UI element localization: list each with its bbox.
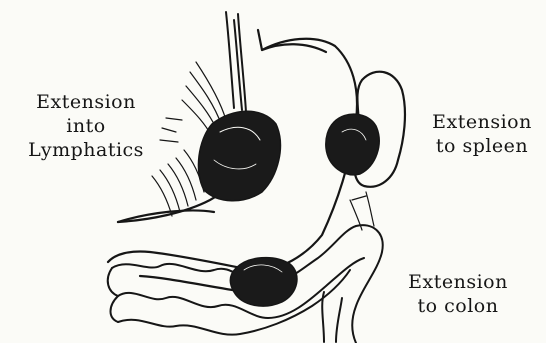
label-lymphatics-line-3: Lymphatics — [10, 138, 162, 162]
esophagus-drawing — [226, 12, 246, 112]
label-extension-into-lymphatics: Extension into Lymphatics — [10, 90, 162, 162]
label-spleen-line-2: to spleen — [418, 134, 546, 158]
label-lymphatics-line-2: into — [10, 114, 162, 138]
colon-tumor — [230, 258, 297, 306]
label-extension-to-colon: Extension to colon — [388, 270, 528, 318]
label-lymphatics-line-1: Extension — [10, 90, 162, 114]
lymphatic-tumor — [198, 111, 280, 201]
label-spleen-line-1: Extension — [418, 110, 546, 134]
label-colon-line-1: Extension — [388, 270, 528, 294]
label-extension-to-spleen: Extension to spleen — [418, 110, 546, 158]
spleen-tumor — [326, 114, 379, 175]
label-colon-line-2: to colon — [388, 294, 528, 318]
